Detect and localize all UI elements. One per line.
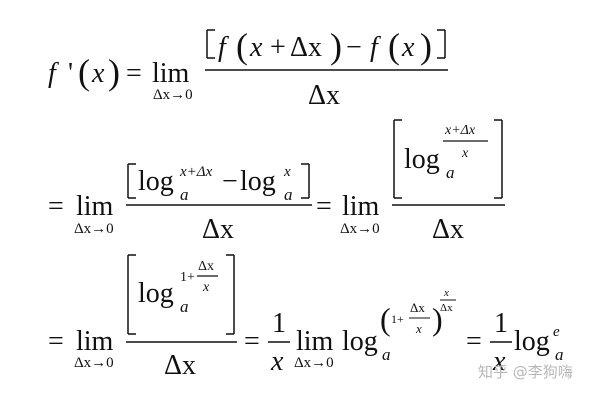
den-dx: Δx	[308, 80, 340, 111]
coef-one: 1	[272, 308, 286, 339]
watermark: 知乎 @李狗嗨	[478, 363, 573, 381]
bracket-left-2	[127, 163, 136, 199]
num-paren-close-2: )	[420, 26, 432, 66]
lim-operator: lim	[152, 58, 190, 89]
lim-operator-3: lim	[342, 191, 380, 222]
bracket-right-4	[226, 254, 235, 335]
log-base-1: a	[180, 185, 189, 204]
log-base-5: a	[382, 345, 391, 364]
den-dx-4: Δx	[164, 350, 196, 381]
log-base-2: a	[284, 185, 293, 204]
equals-sign-6: =	[466, 326, 482, 357]
log-base-3: a	[446, 163, 455, 182]
bracket-right	[437, 29, 446, 59]
bracket-right-3	[494, 119, 503, 199]
paren-close: )	[108, 52, 120, 92]
lim-subscript-4: Δx→0	[74, 355, 114, 371]
equals-sign-2: =	[48, 191, 64, 222]
num-plus: +	[270, 32, 286, 63]
log-exp-2: x	[283, 164, 291, 180]
exp-one-plus: 1+	[180, 270, 195, 285]
num-x: x	[249, 32, 263, 63]
lim-operator-4: lim	[76, 326, 114, 357]
log-3: log	[404, 144, 440, 175]
prime-symbol: '	[68, 58, 73, 89]
exp3-frac-den: x	[415, 321, 422, 336]
num-f1: f	[218, 32, 229, 63]
den-dx-3: Δx	[432, 214, 464, 245]
log-exp-e: e	[553, 324, 560, 340]
log-base-4: a	[180, 297, 189, 316]
exp2-one-plus: 1+	[391, 312, 404, 326]
exp-frac2-num: Δx	[198, 259, 214, 274]
coef-x: x	[270, 346, 284, 377]
equals-sign-4: =	[48, 326, 64, 357]
equals-sign-3: =	[316, 191, 332, 222]
bracket-right-2	[301, 163, 310, 199]
coef-x-2: x	[492, 346, 506, 377]
bracket-left-3	[393, 119, 402, 199]
lim-operator-2: lim	[76, 191, 114, 222]
lim-subscript: Δx→0	[153, 87, 193, 103]
formula-line-3: = lim Δx→0 log a 1+ Δx x Δx = 1 x lim Δx…	[48, 254, 564, 381]
num-x2: x	[401, 32, 415, 63]
paren-open: (	[78, 52, 90, 92]
exp-frac-den: x	[461, 146, 469, 161]
lim-subscript-5: Δx→0	[294, 355, 334, 371]
lim-operator-5: lim	[296, 326, 334, 357]
log-4: log	[138, 278, 174, 309]
log-2: log	[240, 166, 276, 197]
log-6: log	[514, 326, 550, 357]
exp-paren-close: )	[432, 301, 443, 337]
outer-exp-num: x	[443, 287, 449, 299]
equals-sign: =	[126, 58, 142, 89]
lim-subscript-2: Δx→0	[74, 221, 114, 237]
num-paren-open-2: (	[388, 26, 400, 66]
log-1: log	[138, 166, 174, 197]
log-5: log	[342, 326, 378, 357]
lim-subscript-3: Δx→0	[340, 221, 380, 237]
num-paren-open: (	[236, 26, 248, 66]
num-paren-close: )	[330, 26, 342, 66]
exp-frac2-den: x	[202, 280, 210, 295]
bracket-left-4	[127, 254, 136, 335]
coef-one-2: 1	[494, 308, 508, 339]
num-minus: −	[346, 32, 362, 63]
exp-frac-num: x+Δx	[444, 123, 476, 138]
bracket-left	[206, 29, 215, 59]
formula-line-1: f ' ( x ) = lim Δx→0 f ( x + Δx ) − f ( …	[48, 26, 448, 111]
equals-sign-5: =	[244, 326, 260, 357]
minus-sign: −	[222, 166, 238, 197]
exp3-frac-num: Δx	[410, 300, 425, 315]
num-f2: f	[370, 32, 381, 63]
exp-paren-open: (	[380, 301, 391, 337]
log-exp-1: x+Δx	[179, 164, 213, 180]
x-variable: x	[91, 58, 105, 89]
outer-exp-den: Δx	[440, 302, 453, 314]
log-base-6: a	[555, 345, 564, 364]
formula-line-2: = lim Δx→0 log a x+Δx − log a x Δx = lim…	[48, 119, 505, 245]
den-dx-2: Δx	[202, 214, 234, 245]
f-symbol: f	[48, 58, 59, 89]
num-dx: Δx	[290, 32, 322, 63]
